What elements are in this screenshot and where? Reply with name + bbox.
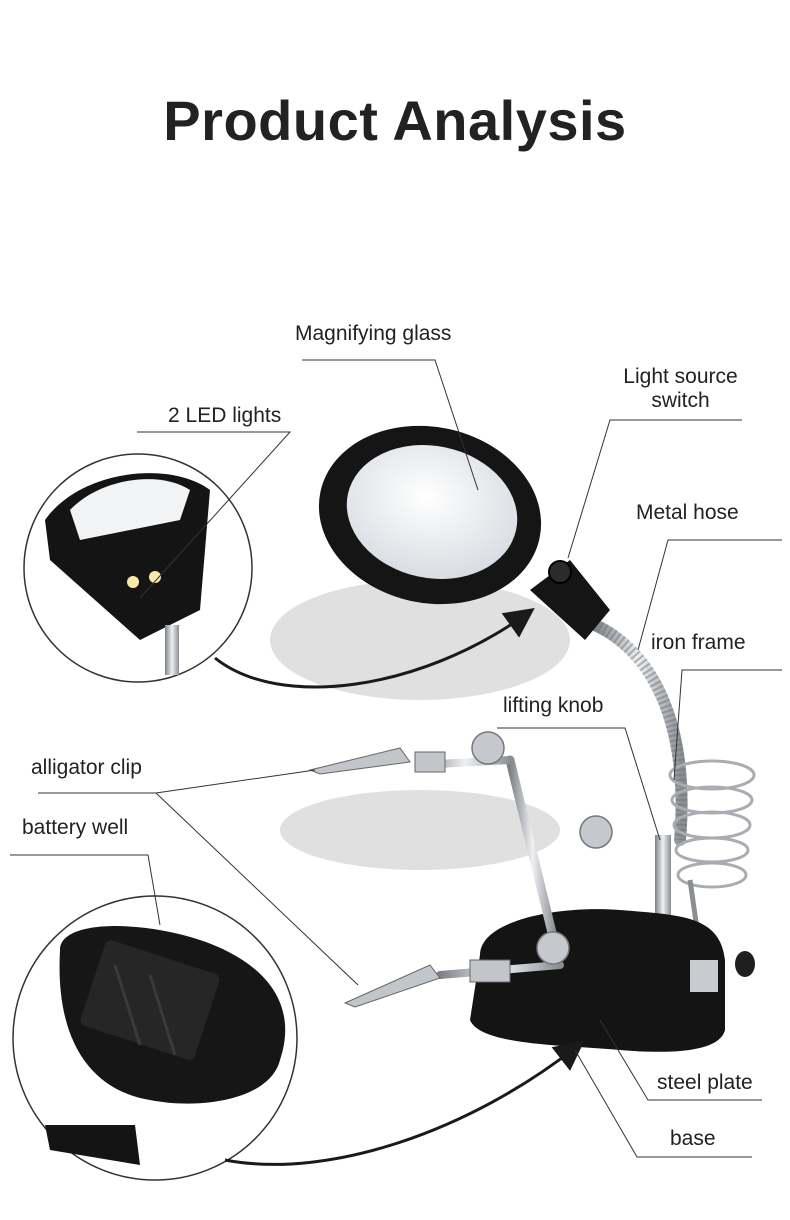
led-light-icon — [127, 576, 139, 588]
label-lifting-knob: lifting knob — [503, 694, 604, 717]
label-light-source-line2: switch — [651, 389, 710, 412]
product-shadow — [270, 580, 570, 870]
label-battery-well: battery well — [22, 816, 129, 839]
label-base: base — [670, 1127, 716, 1150]
alligator-clip — [308, 747, 511, 1008]
battery-arrow — [224, 1040, 585, 1166]
battery-detail-circle — [12, 895, 298, 1181]
label-metal-hose: Metal hose — [636, 501, 739, 524]
label-light-source-line1: Light source — [623, 365, 738, 388]
page-title: Product Analysis — [163, 89, 627, 152]
base — [470, 909, 725, 1052]
led-light-icon — [149, 571, 161, 583]
base-knob — [735, 951, 755, 977]
label-led-lights: 2 LED lights — [168, 404, 282, 427]
steel-plate — [690, 960, 718, 992]
label-alligator-clip: alligator clip — [31, 756, 142, 779]
lifting-knob — [471, 731, 613, 965]
label-magnifying-glass: Magnifying glass — [295, 322, 452, 345]
leader-lines — [10, 359, 782, 1158]
label-iron-frame: iron frame — [651, 631, 746, 654]
led-detail-circle — [23, 453, 253, 683]
label-steel-plate: steel plate — [657, 1071, 753, 1094]
led-arrow — [214, 608, 535, 689]
light-switch-button — [548, 560, 572, 584]
magnifying-glass — [318, 425, 610, 640]
label-light-source-switch: Light source switch — [603, 365, 758, 413]
